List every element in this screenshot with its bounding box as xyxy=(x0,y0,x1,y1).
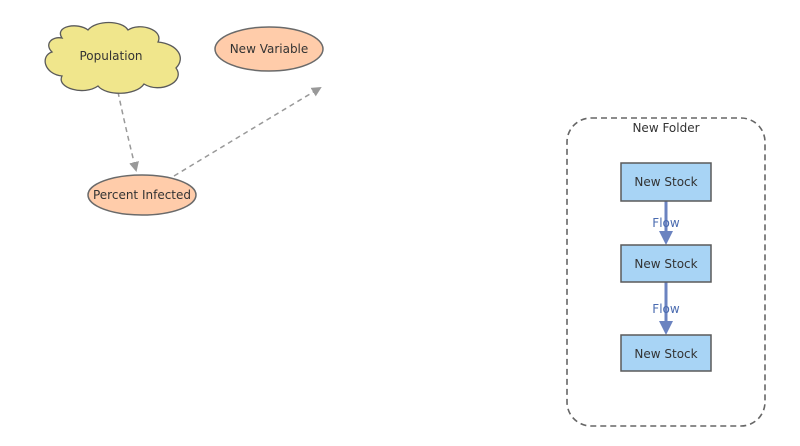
new-folder[interactable]: New Folder xyxy=(566,117,766,427)
flow-label: Flow xyxy=(652,302,680,316)
stock-label: New Stock xyxy=(634,175,697,189)
percent-infected-node[interactable]: Percent Infected xyxy=(87,174,197,216)
stock-box xyxy=(620,162,712,202)
folder-border xyxy=(566,117,766,427)
stock-label: New Stock xyxy=(634,347,697,361)
variable-ellipse xyxy=(87,174,197,216)
stock-box xyxy=(620,244,712,283)
variable-ellipse xyxy=(214,26,324,72)
flow-arrowhead xyxy=(659,231,673,245)
folder-label: New Folder xyxy=(632,121,699,135)
stock-box xyxy=(620,334,712,372)
cloud-shape xyxy=(44,21,181,94)
population-label: Population xyxy=(79,49,142,63)
flow-label: Flow xyxy=(652,216,680,230)
stock-1[interactable]: New Stock xyxy=(620,162,712,202)
flow-2[interactable]: Flow xyxy=(652,282,680,335)
new-variable-node[interactable]: New Variable xyxy=(214,26,324,72)
new-variable-label: New Variable xyxy=(230,42,309,56)
stock-label: New Stock xyxy=(634,257,697,271)
stock-3[interactable]: New Stock xyxy=(620,334,712,372)
link-population-to-percent-infected[interactable] xyxy=(117,91,139,172)
percent-infected-label: Percent Infected xyxy=(93,188,191,202)
stock-2[interactable]: New Stock xyxy=(620,244,712,283)
link-percent-infected-outgoing[interactable] xyxy=(173,86,322,177)
flow-1[interactable]: Flow xyxy=(652,201,680,245)
population-cloud[interactable]: Population xyxy=(44,21,181,94)
flow-arrowhead xyxy=(659,321,673,335)
